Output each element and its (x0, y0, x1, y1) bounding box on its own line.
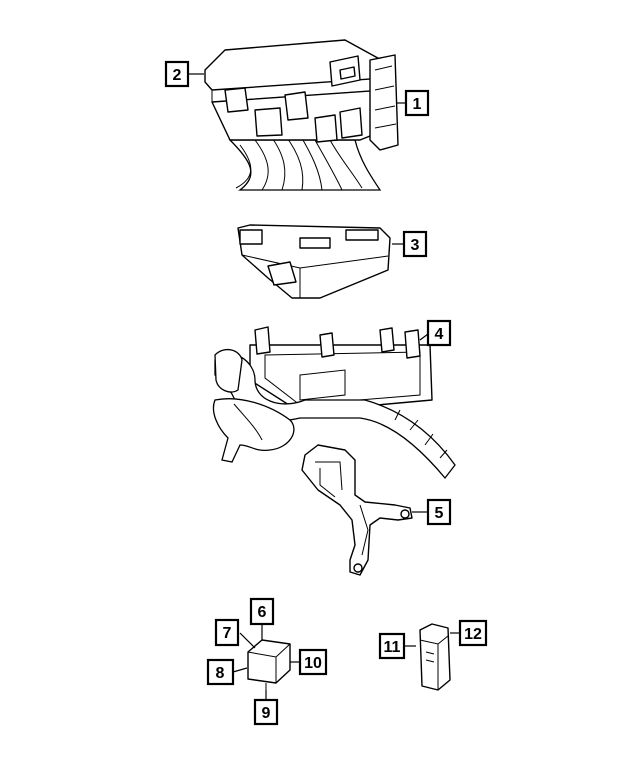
callout-1-label: 1 (413, 96, 422, 113)
callout-7: 7 (214, 618, 240, 647)
callout-5-label: 5 (435, 505, 444, 522)
callout-3-label: 3 (411, 237, 420, 254)
callout-6: 6 (249, 597, 275, 626)
wiring-harness (212, 326, 456, 480)
callout-2: 2 (164, 60, 190, 88)
callout-3: 3 (402, 230, 428, 258)
callout-6-label: 6 (258, 604, 267, 621)
callout-12: 12 (458, 619, 488, 647)
ground-bracket (301, 444, 413, 576)
callout-12-label: 12 (464, 626, 482, 643)
mini-fuse (419, 623, 451, 691)
callout-8-label: 8 (216, 665, 225, 682)
callout-4-label: 4 (435, 326, 444, 343)
callout-8: 8 (206, 658, 235, 686)
callout-9-label: 9 (262, 705, 271, 722)
callout-10: 10 (298, 648, 328, 676)
power-distribution-center (204, 39, 399, 191)
callout-11-label: 11 (384, 639, 401, 656)
callout-7-label: 7 (223, 625, 232, 642)
callout-5: 5 (426, 498, 452, 526)
callout-10-label: 10 (304, 655, 322, 672)
callout-9: 9 (253, 698, 279, 726)
callout-2-label: 2 (173, 67, 182, 84)
pdc-mounting-tray (237, 224, 391, 299)
leader-lines (188, 73, 460, 700)
wire-bundle-upper (228, 134, 382, 191)
callout-4: 4 (426, 319, 452, 347)
callout-1: 1 (404, 89, 430, 117)
callout-11: 11 (378, 632, 406, 660)
